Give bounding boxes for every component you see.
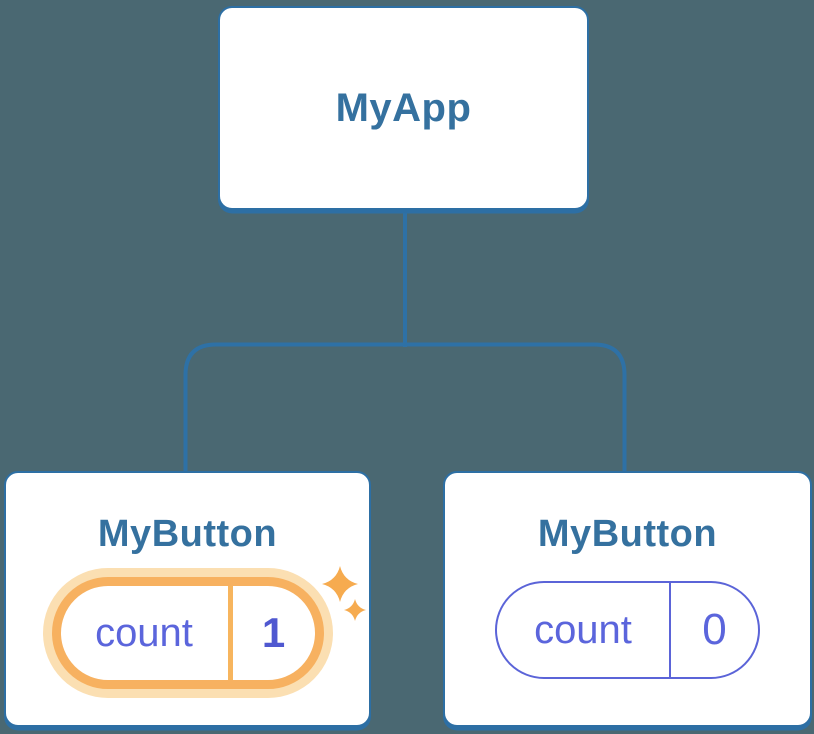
component-node-button-plain: MyButton count 0 [443,471,812,727]
state-pill-highlighted: count 1 [51,577,324,689]
state-pill: count 0 [495,581,760,679]
sparkle-large [322,566,358,602]
state-key: count [534,607,632,652]
sparkle-small [344,599,366,621]
state-key: count [95,610,193,655]
connector-bracket [183,342,627,473]
component-node-root: MyApp [218,6,589,210]
component-label: MyApp [335,85,472,130]
component-label: MyButton [97,513,278,555]
component-label: MyButton [537,513,718,555]
state-value: 1 [227,586,315,680]
component-node-button-highlighted: MyButton count 1 [4,471,371,727]
state-value: 0 [669,583,758,677]
